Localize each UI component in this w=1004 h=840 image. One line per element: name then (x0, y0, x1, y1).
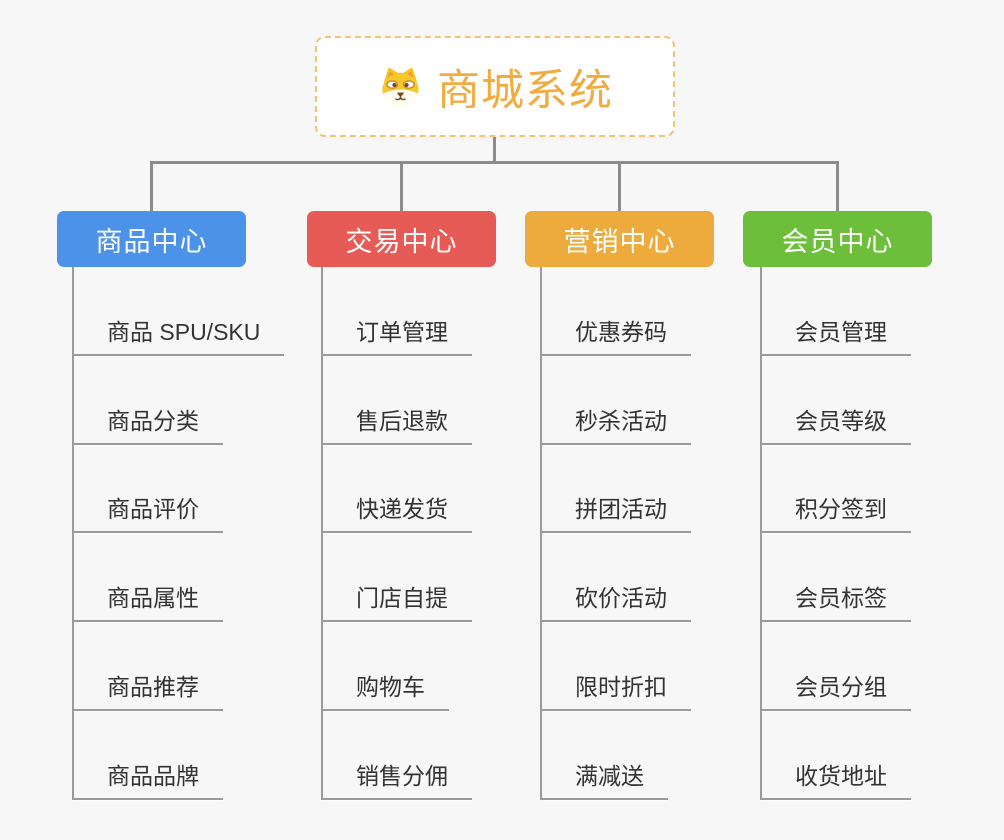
root-title: 商城系统 (437, 66, 613, 115)
child-topic[interactable]: 购物车 (323, 622, 551, 712)
child-topic[interactable]: 商品分类 (74, 356, 302, 445)
branch-label: 交易中心 (345, 226, 458, 257)
child-topic-label: 满减送 (542, 757, 668, 800)
branch-label: 营销中心 (563, 226, 676, 257)
child-topic[interactable]: 快递发货 (323, 445, 551, 534)
connector-branch-stub-1 (150, 161, 153, 212)
child-topic[interactable]: 会员管理 (762, 267, 990, 356)
children-column-member-center: 会员管理 会员等级 积分签到 会员标签 会员分组 收货地址 (760, 267, 990, 800)
branch-node-product-center[interactable]: 商品中心 (57, 211, 246, 267)
child-topic[interactable]: 销售分佣 (323, 711, 551, 800)
branch-node-marketing-center[interactable]: 营销中心 (525, 211, 714, 267)
child-topic[interactable]: 拼团活动 (542, 445, 770, 534)
child-topic[interactable]: 商品 SPU/SKU (74, 267, 302, 356)
child-topic[interactable]: 会员分组 (762, 622, 990, 712)
branch-label: 会员中心 (781, 226, 894, 257)
child-topic[interactable]: 优惠券码 (542, 267, 770, 356)
child-topic-label: 商品品牌 (74, 757, 223, 800)
child-topic-label: 优惠券码 (542, 313, 691, 356)
connector-branch-stub-3 (618, 161, 621, 212)
branch-node-member-center[interactable]: 会员中心 (743, 211, 932, 267)
branch-label: 商品中心 (95, 226, 208, 257)
children-column-trade-center: 订单管理 售后退款 快递发货 门店自提 购物车 销售分佣 (321, 267, 551, 800)
shiba-dog-icon (382, 66, 419, 107)
child-topic[interactable]: 满减送 (542, 711, 770, 800)
child-topic[interactable]: 会员等级 (762, 356, 990, 445)
child-topic-label: 拼团活动 (542, 490, 691, 534)
child-topic[interactable]: 商品品牌 (74, 711, 302, 800)
child-topic[interactable]: 秒杀活动 (542, 356, 770, 445)
child-topic-label: 秒杀活动 (542, 402, 691, 445)
child-topic[interactable]: 砍价活动 (542, 533, 770, 623)
connector-root-stub (493, 136, 496, 163)
child-topic[interactable]: 限时折扣 (542, 622, 770, 712)
connector-branch-stub-2 (400, 161, 403, 212)
child-topic-label: 售后退款 (323, 402, 472, 445)
child-topic[interactable]: 商品评价 (74, 445, 302, 534)
child-topic-label: 门店自提 (323, 579, 472, 623)
child-topic-label: 订单管理 (323, 313, 472, 356)
root-node[interactable]: 商城系统 (315, 36, 675, 137)
child-topic-label: 快递发货 (323, 490, 472, 534)
child-topic-label: 商品分类 (74, 402, 223, 445)
child-topic-label: 限时折扣 (542, 668, 691, 712)
child-topic[interactable]: 收货地址 (762, 711, 990, 800)
child-topic-label: 商品 SPU/SKU (74, 313, 285, 356)
connector-branch-stub-4 (836, 161, 839, 212)
child-topic-label: 会员管理 (762, 313, 911, 356)
child-topic[interactable]: 商品推荐 (74, 622, 302, 712)
children-column-product-center: 商品 SPU/SKU 商品分类 商品评价 商品属性 商品推荐 商品品牌 (72, 267, 302, 800)
child-topic-label: 会员标签 (762, 579, 911, 623)
child-topic[interactable]: 商品属性 (74, 533, 302, 623)
child-topic-label: 商品评价 (74, 490, 223, 534)
child-topic-label: 会员分组 (762, 668, 911, 712)
child-topic-label: 商品推荐 (74, 668, 223, 712)
child-topic[interactable]: 订单管理 (323, 267, 551, 356)
child-topic-label: 收货地址 (762, 757, 911, 800)
child-topic-label: 商品属性 (74, 579, 223, 623)
child-topic[interactable]: 门店自提 (323, 533, 551, 623)
child-topic-label: 购物车 (323, 668, 449, 712)
connector-horizontal-rail (150, 161, 839, 164)
child-topic-label: 销售分佣 (323, 757, 472, 800)
child-topic[interactable]: 积分签到 (762, 445, 990, 534)
child-topic[interactable]: 会员标签 (762, 533, 990, 623)
child-topic[interactable]: 售后退款 (323, 356, 551, 445)
child-topic-label: 砍价活动 (542, 579, 691, 623)
child-topic-label: 会员等级 (762, 402, 911, 445)
branch-node-trade-center[interactable]: 交易中心 (307, 211, 496, 267)
children-column-marketing-center: 优惠券码 秒杀活动 拼团活动 砍价活动 限时折扣 满减送 (540, 267, 770, 800)
child-topic-label: 积分签到 (762, 490, 911, 534)
